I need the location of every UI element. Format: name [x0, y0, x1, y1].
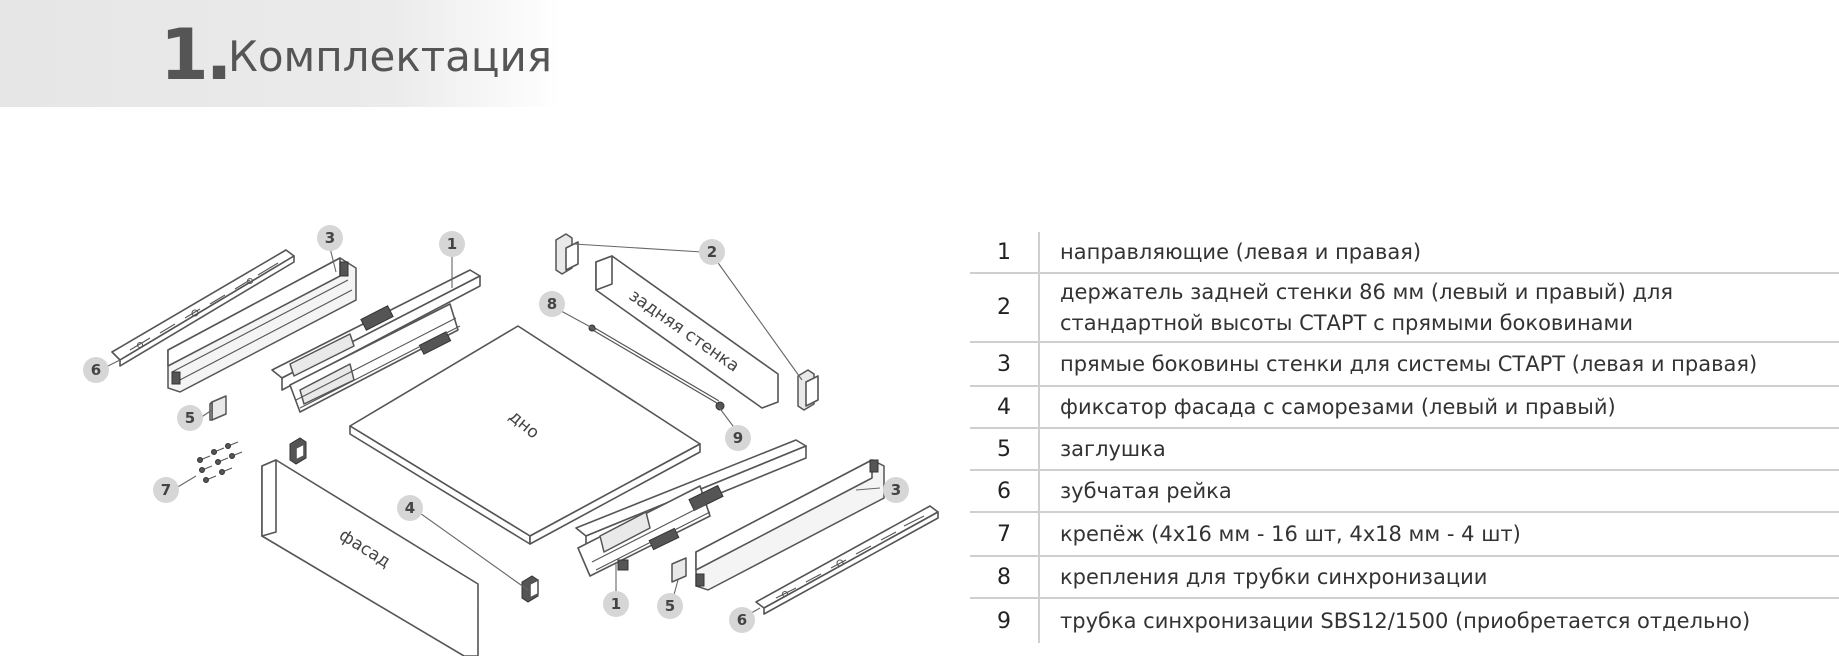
legend-row: 5 заглушка: [970, 429, 1839, 471]
page-title: Комплектация: [228, 32, 553, 81]
runner-top: [271, 269, 481, 413]
front-fixator-top: [289, 437, 307, 465]
back-panel: [595, 255, 779, 409]
callout-3-bottom: 3: [883, 477, 909, 503]
assembly-diagram: задняя стенка дно фасад: [83, 225, 939, 656]
legend-number: 4: [970, 387, 1040, 427]
bottom-panel: [349, 325, 701, 545]
legend-number: 8: [970, 557, 1040, 597]
svg-text:4: 4: [405, 499, 415, 517]
legend-row: 7 крепёж (4х16 мм - 16 шт, 4х18 мм - 4 ш…: [970, 513, 1839, 557]
back-holder-top: [555, 233, 579, 275]
legend-number: 9: [970, 599, 1040, 643]
svg-text:7: 7: [161, 481, 171, 499]
svg-text:5: 5: [185, 409, 195, 427]
cap-right: [671, 557, 687, 583]
legend-text: трубка синхронизации SBS12/1500 (приобре…: [1060, 608, 1751, 633]
toothed-rack-left: [111, 249, 295, 367]
callout-8: 8: [539, 291, 565, 317]
legend-row: 8 крепления для трубки синхронизации: [970, 557, 1839, 599]
svg-text:6: 6: [737, 611, 747, 629]
callout-2: 2: [699, 239, 725, 265]
svg-text:6: 6: [91, 361, 101, 379]
legend-text: крепёж (4х16 мм - 16 шт, 4х18 мм - 4 шт): [1060, 521, 1521, 546]
legend-text: зубчатая рейка: [1060, 478, 1232, 503]
svg-text:1: 1: [447, 235, 457, 253]
svg-text:1: 1: [611, 595, 621, 613]
svg-text:3: 3: [891, 481, 901, 499]
back-panel-label: задняя стенка: [625, 286, 743, 377]
legend-number: 7: [970, 513, 1040, 555]
header-band: [0, 0, 560, 107]
screws: [197, 441, 243, 483]
svg-text:9: 9: [733, 429, 743, 447]
callout-1-bottom: 1: [603, 591, 629, 617]
legend-row: 9 трубка синхронизации SBS12/1500 (приоб…: [970, 599, 1839, 643]
legend-text: фиксатор фасада с саморезами (левый и пр…: [1060, 394, 1616, 419]
callout-4: 4: [397, 495, 423, 521]
legend-text: заглушка: [1060, 436, 1166, 461]
front-fixator-bottom: [521, 575, 539, 603]
callout-6-top: 6: [83, 357, 109, 383]
legend-text: прямые боковины стенки для системы СТАРТ…: [1060, 351, 1758, 376]
legend-row: 6 зубчатая рейка: [970, 471, 1839, 513]
side-wall-left: [167, 257, 357, 393]
svg-text:3: 3: [325, 229, 335, 247]
toothed-rack-right: [755, 505, 939, 615]
callout-3-top: 3: [317, 225, 343, 251]
legend-text: крепления для трубки синхронизации: [1060, 564, 1488, 589]
callout-5-bottom: 5: [657, 593, 683, 619]
legend-number: 1: [970, 232, 1040, 272]
legend-text: направляющие (левая и правая): [1060, 239, 1422, 264]
legend-number: 5: [970, 429, 1040, 469]
legend-row: 3 прямые боковины стенки для системы СТА…: [970, 343, 1839, 387]
cap-left: [209, 395, 227, 421]
parts-legend: 1 направляющие (левая и правая) 2 держат…: [970, 232, 1839, 643]
legend-row: 2 держатель задней стенки 86 мм (левый и…: [970, 274, 1839, 343]
front-panel: [261, 459, 479, 656]
callout-7: 7: [153, 477, 179, 503]
side-wall-right: [695, 459, 885, 591]
back-holder-bottom: [797, 369, 819, 411]
svg-text:8: 8: [547, 295, 557, 313]
legend-number: 6: [970, 471, 1040, 511]
legend-text: держатель задней стенки 86 мм (левый и п…: [1060, 279, 1674, 335]
svg-text:5: 5: [665, 597, 675, 615]
runner-bottom: [575, 439, 807, 577]
legend-row: 4 фиксатор фасада с саморезами (левый и …: [970, 387, 1839, 429]
legend-number: 3: [970, 343, 1040, 385]
callout-1-top: 1: [439, 231, 465, 257]
legend-number: 2: [970, 274, 1040, 341]
callout-9: 9: [725, 425, 751, 451]
svg-text:2: 2: [707, 243, 717, 261]
section-number: 1.: [160, 14, 232, 96]
callout-5-top: 5: [177, 405, 203, 431]
legend-row: 1 направляющие (левая и правая): [970, 232, 1839, 274]
callout-6-bottom: 6: [729, 607, 755, 633]
